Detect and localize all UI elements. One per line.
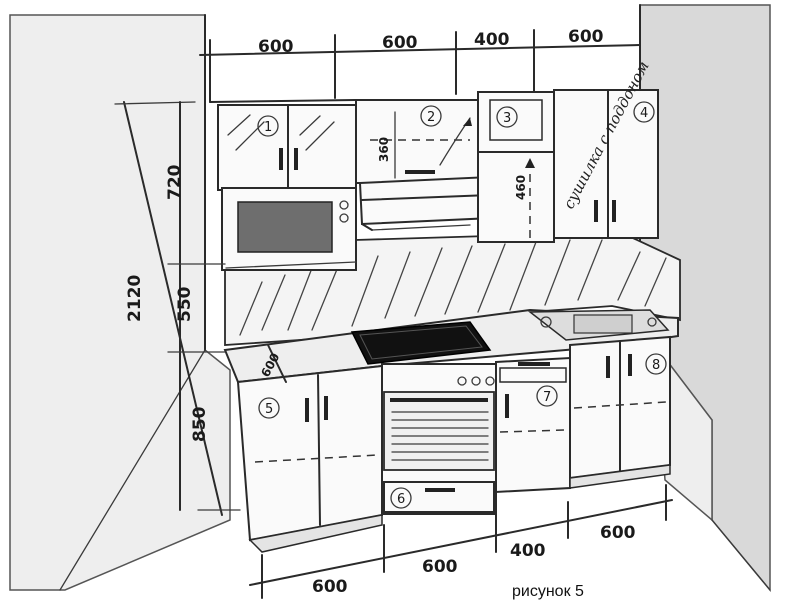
top-dimension-line	[199, 27, 641, 103]
module-markers: 1 2 3 4 5 6 7 8	[257, 101, 667, 509]
cab2-height-label: 360	[377, 137, 391, 162]
svg-text:7: 7	[543, 390, 551, 405]
svg-text:2: 2	[427, 110, 435, 125]
top-width-3: 400	[474, 30, 510, 50]
module-marker-7	[536, 385, 558, 407]
drawer-6	[383, 481, 495, 513]
middle-height-label: 550	[175, 286, 195, 322]
svg-text:6: 6	[397, 492, 405, 507]
bottom-width-1: 600	[312, 577, 348, 597]
svg-text:4: 4	[640, 106, 648, 121]
module-marker-1	[257, 115, 279, 137]
module-marker-8	[645, 353, 667, 375]
dimension-labels: 600 600 400 600 600 600 400 600 2120 720…	[125, 27, 636, 597]
top-width-2: 600	[382, 33, 418, 53]
upper-cabinet-4	[553, 89, 659, 239]
module-marker-6	[390, 487, 412, 509]
module-marker-4	[633, 101, 655, 123]
top-width-1: 600	[258, 37, 294, 57]
base-cabinet-7	[495, 356, 571, 494]
range-hood	[358, 175, 494, 226]
bottom-dimension-line	[249, 484, 673, 599]
svg-text:1: 1	[264, 120, 272, 135]
top-width-4: 600	[568, 27, 604, 47]
bottom-width-3: 400	[510, 541, 546, 561]
module-marker-2	[420, 105, 442, 127]
lower-height-label: 850	[190, 406, 210, 442]
bottom-width-4: 600	[600, 523, 636, 543]
upper-height-label: 720	[165, 164, 185, 200]
total-height-label: 2120	[125, 275, 145, 322]
lower-cabinets	[236, 335, 671, 553]
cab3-height-label: 460	[514, 175, 528, 200]
microwave-screen	[237, 201, 333, 253]
figure-caption: рисунок 5	[512, 583, 584, 600]
module-marker-5	[258, 397, 280, 419]
module-marker-3	[496, 106, 518, 128]
svg-text:5: 5	[265, 402, 273, 417]
svg-text:8: 8	[652, 358, 660, 373]
bottom-width-2: 600	[422, 557, 458, 577]
vertical-dimension-lines	[114, 101, 287, 516]
upper-cabinet-2	[355, 99, 479, 184]
base-cabinet-5	[236, 364, 383, 542]
svg-text:3: 3	[503, 111, 511, 126]
